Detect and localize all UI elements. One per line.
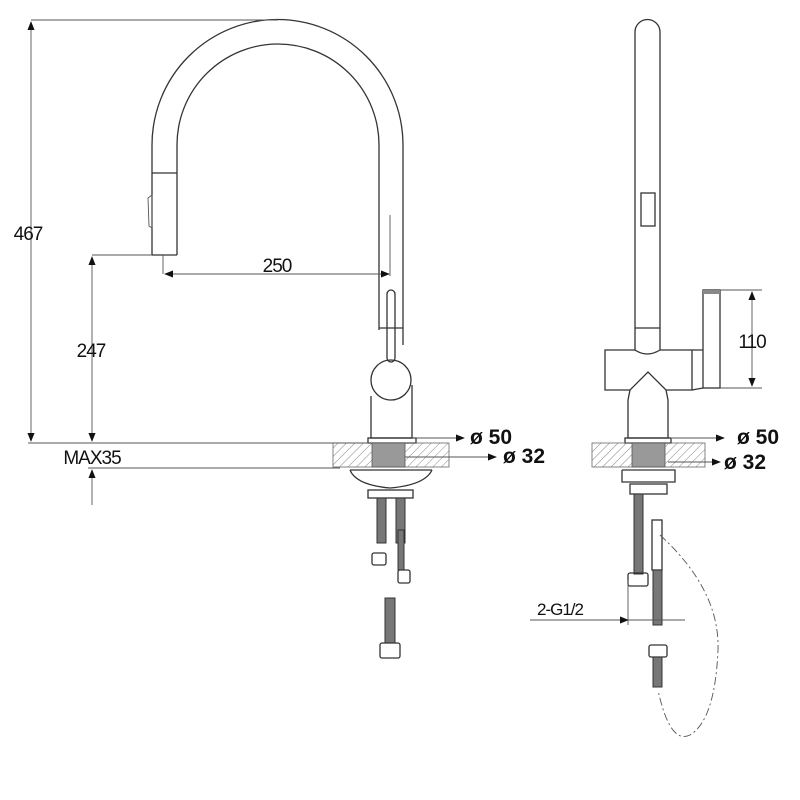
dim-total-height: 467 (14, 224, 43, 245)
body-side (604, 289, 721, 444)
countertop-section-side (591, 442, 706, 483)
dim-hole-diameter-side: ø 32 (724, 451, 766, 474)
spout-side (634, 18, 661, 350)
dim-hole-diameter: ø 32 (503, 445, 545, 468)
dimensions-side: 110 ø 50 ø 32 2-G1/2 (530, 289, 779, 625)
dim-base-diameter: ø 50 (470, 426, 512, 449)
countertop-section (332, 442, 450, 489)
dim-max-counter: MAX35 (63, 448, 121, 469)
spray-button (147, 194, 153, 229)
handle (370, 289, 412, 401)
front-view: 467 247 250 MAX35 ø 50 ø 32 (14, 18, 545, 659)
dim-connection-thread: 2-G1/2 (537, 600, 584, 619)
side-view: 110 ø 50 ø 32 2-G1/2 (530, 18, 779, 737)
dim-spout-reach: 250 (263, 256, 292, 277)
dim-base-diameter-side: ø 50 (737, 426, 779, 449)
dim-spout-height: 247 (77, 341, 106, 362)
dimensions-front: 467 247 250 MAX35 ø 50 ø 32 (14, 19, 545, 505)
dim-handle-height: 110 (738, 332, 766, 353)
supply-hoses (367, 489, 414, 659)
supply-hoses-side (627, 483, 719, 737)
spout (147, 18, 404, 345)
body (367, 385, 417, 444)
